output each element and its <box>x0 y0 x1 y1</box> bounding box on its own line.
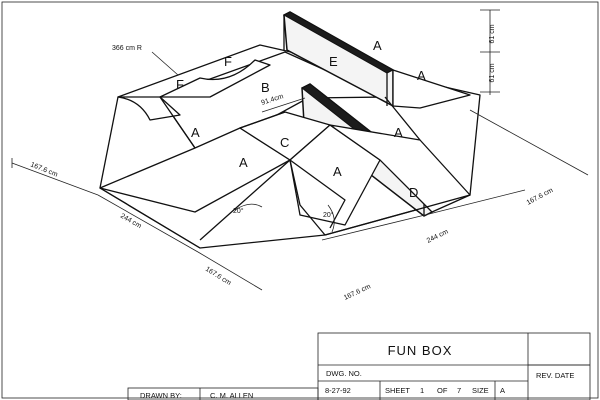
isometric-view <box>11 9 589 291</box>
dim-line-right <box>469 109 589 176</box>
title-block: FUN BOX DWG. NO. 8-27-92 SHEET 1 OF 7 SI… <box>127 332 591 400</box>
size-label: SIZE <box>472 386 489 395</box>
dim-height-lower: 61 cm <box>489 63 496 82</box>
dwg-no-label: DWG. NO. <box>326 369 362 378</box>
label-e: E <box>329 54 338 69</box>
ramp-a-front-mid <box>289 124 381 226</box>
dim-radius: 366 cm R <box>112 45 142 52</box>
angle-arc-left <box>234 203 263 211</box>
dim-front-right: 244 cm <box>426 228 450 244</box>
dim-front-left: 244 cm <box>119 213 143 231</box>
of-label: OF <box>437 386 448 395</box>
sheet-total: 7 <box>457 386 461 395</box>
dim-line-left <box>11 158 99 196</box>
quarter-f-upper <box>159 59 271 98</box>
label-f-left: F <box>176 77 184 92</box>
drawn-by-value: C. M. ALLEN <box>210 391 253 400</box>
size-value: A <box>500 386 505 395</box>
drawn-by-box <box>127 387 319 400</box>
jump-left-face <box>199 159 326 241</box>
dim-line-front-right <box>424 189 526 216</box>
dim-right-side: 167.6 cm <box>526 187 555 207</box>
label-a-front-left: A <box>191 125 200 140</box>
sheet-label: SHEET <box>385 386 410 395</box>
dim-line-rail <box>261 97 306 113</box>
drawing-title: FUN BOX <box>388 343 453 358</box>
title-block-border <box>317 332 591 400</box>
section-labels: A A A A A A B C D E F F <box>176 38 426 200</box>
dim-line-front-lower <box>197 251 263 291</box>
angle-arc-right <box>327 204 335 233</box>
label-a-front-mid: A <box>239 155 248 170</box>
label-a-top-right: A <box>417 68 426 83</box>
label-a-right: A <box>333 164 342 179</box>
dim-line-front-left <box>97 194 199 253</box>
label-d: D <box>409 185 418 200</box>
drawn-by-label: DRAWN BY: <box>140 391 182 400</box>
dim-leader-radius <box>151 51 179 76</box>
dim-height-upper: 61 cm <box>489 24 496 43</box>
dim-front-right-lower: 167.6 cm <box>343 283 372 302</box>
dim-front-lower: 167.6 cm <box>204 266 232 287</box>
dwg-date: 8-27-92 <box>325 386 351 395</box>
deck-lines <box>159 96 421 149</box>
dim-left-side: 167.6 cm <box>29 161 58 178</box>
angle-right: 20° <box>323 211 334 219</box>
sheet-number: 1 <box>420 386 424 395</box>
jump-right-face <box>289 159 346 229</box>
label-c: C <box>280 135 289 150</box>
dim-line-height <box>480 9 500 95</box>
rev-date-label: REV. DATE <box>536 371 574 380</box>
label-b: B <box>261 80 270 95</box>
angle-left: 20° <box>233 207 244 215</box>
label-a-back-right: A <box>394 125 403 140</box>
dim-line-front-right-lower <box>321 214 426 241</box>
label-a-top: A <box>373 38 382 53</box>
front-edge <box>99 187 471 249</box>
ramp-a-right <box>329 124 471 213</box>
label-f-upper: F <box>224 54 232 69</box>
ramp-a-top-right <box>392 69 471 109</box>
